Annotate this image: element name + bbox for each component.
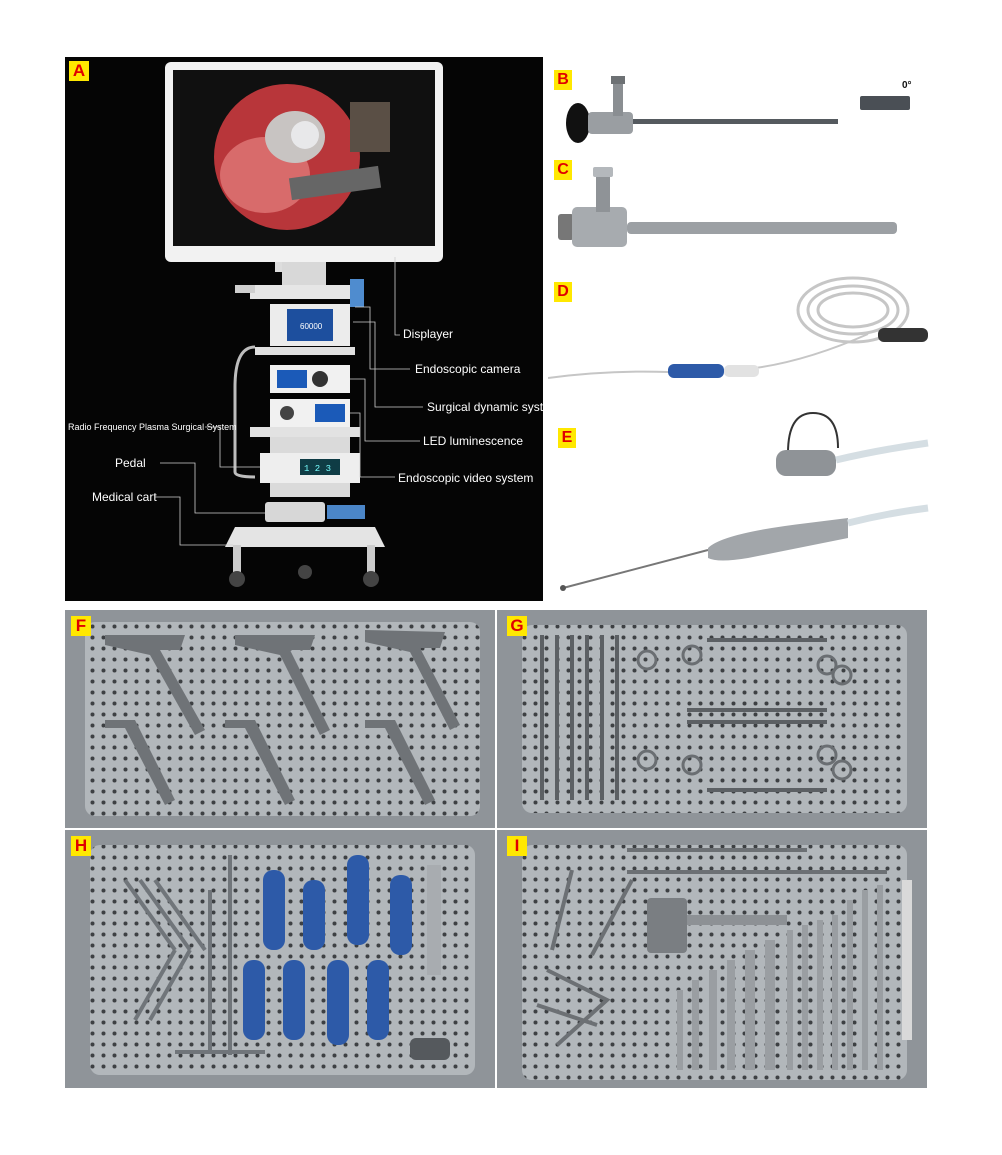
label-displayer: Displayer	[403, 327, 454, 341]
panel-e-shaver-handpiece: E	[548, 388, 938, 598]
tray-i-image	[522, 845, 912, 1080]
panel-i-instrument-tray: I	[497, 830, 927, 1088]
panel-h-instrument-tray: H	[65, 830, 495, 1088]
tray-h-image	[90, 845, 475, 1075]
pedal-device	[265, 502, 325, 522]
panel-b-badge: B	[554, 70, 572, 90]
panel-g-badge: G	[507, 616, 527, 636]
endoscopy-tower-illustration: 60000 1 2 3	[155, 62, 443, 587]
tray-g-image	[522, 625, 907, 813]
shaver-handpiece-image	[560, 411, 929, 591]
arthroscope-image	[566, 76, 910, 143]
panel-f-instrument-tray: F	[65, 610, 495, 828]
panel-c-badge: C	[554, 160, 572, 180]
callout-lines	[155, 257, 423, 546]
label-medical-cart: Medical cart	[92, 490, 157, 504]
panel-b-arthroscope: B 0°	[548, 60, 938, 150]
svg-text:1 2 3: 1 2 3	[304, 464, 331, 474]
label-endoscopic-camera: Endoscopic camera	[415, 362, 521, 376]
angle-label: 0°	[902, 80, 912, 91]
cart-shelf-top	[250, 285, 355, 299]
panel-d-rf-probe: D	[548, 270, 938, 385]
panel-a-badge: A	[69, 61, 89, 81]
svg-text:60000: 60000	[300, 322, 323, 331]
label-surgical-dynamic-system: Surgical dynamic system	[427, 400, 543, 414]
panel-h-badge: H	[71, 836, 91, 856]
rf-probe-image	[548, 276, 928, 379]
cart-shelf-mid	[250, 427, 360, 437]
camera-head	[350, 279, 364, 307]
panel-d-badge: D	[554, 282, 572, 302]
cannula-image	[558, 167, 897, 247]
panel-c-cannula: C	[548, 152, 938, 267]
panel-f-badge: F	[71, 616, 91, 636]
panel-a-endoscopy-tower: A 60000 1 2 3	[65, 57, 543, 601]
cart-base	[225, 527, 385, 547]
panel-i-badge: I	[507, 836, 527, 856]
monitor-stand	[282, 262, 326, 287]
panel-g-instrument-tray: G	[497, 610, 927, 828]
panel-e-badge: E	[558, 428, 576, 448]
label-rf-plasma-surgical-system: Radio Frequency Plasma Surgical System	[68, 422, 237, 432]
label-led-luminescence: LED luminescence	[423, 434, 524, 448]
tray-f-image	[85, 622, 480, 816]
label-endoscopic-video-system: Endoscopic video system	[398, 471, 534, 485]
label-pedal: Pedal	[115, 456, 146, 470]
